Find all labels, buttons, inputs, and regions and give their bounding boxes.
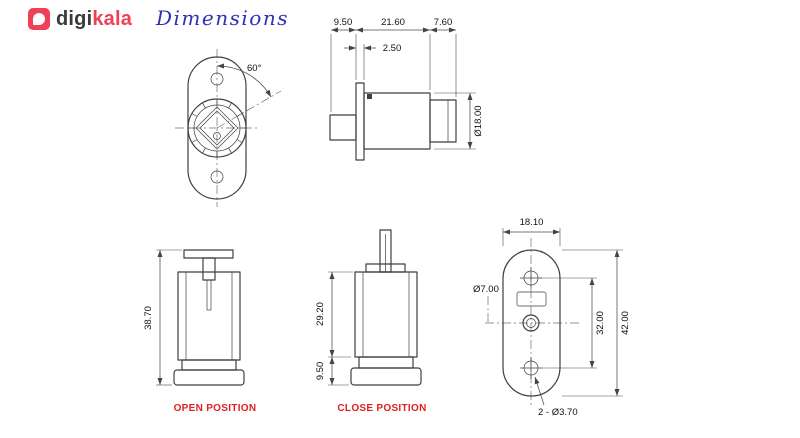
back-dim-width: 18.10 bbox=[520, 217, 544, 228]
back-plate-outline bbox=[502, 249, 561, 397]
side-detent-detail bbox=[367, 94, 372, 99]
digikala-logo: digikala bbox=[28, 8, 132, 30]
back-screw-hole-bottom bbox=[520, 357, 542, 379]
open-dimension: 38.70 bbox=[143, 249, 182, 386]
open-body bbox=[173, 249, 245, 386]
front-bezel-knurling bbox=[188, 99, 246, 157]
side-profile bbox=[329, 82, 457, 161]
back-center-hole bbox=[522, 314, 540, 332]
page-title: Dimensions bbox=[156, 6, 289, 30]
open-position-view: 38.70 bbox=[143, 249, 245, 386]
front-screw-hole-bottom bbox=[210, 170, 224, 184]
side-dim-cam-depth: 9.50 bbox=[334, 17, 353, 28]
side-dim-nose-length: 7.60 bbox=[434, 17, 453, 28]
back-view: Ø7.00 18.10 32.00 42.00 2 - Ø3.70 bbox=[473, 217, 631, 418]
logo-text-digi: digi bbox=[56, 8, 93, 30]
front-view: 60° bbox=[175, 49, 282, 207]
back-dimensions: Ø7.00 18.10 32.00 42.00 2 - Ø3.70 bbox=[473, 217, 631, 418]
back-dim-total-height: 42.00 bbox=[620, 311, 631, 335]
close-body bbox=[350, 229, 422, 386]
open-dim-total-height: 38.70 bbox=[143, 306, 154, 330]
side-dimensions: 9.50 21.60 7.60 2.50 Ø18.00 bbox=[330, 17, 484, 150]
front-angle-dimension: 60° bbox=[216, 63, 272, 98]
digikala-logo-icon bbox=[28, 8, 50, 30]
close-dim-base-height: 9.50 bbox=[315, 362, 326, 381]
back-dim-mount-holes: 2 - Ø3.70 bbox=[538, 407, 578, 418]
side-dim-diameter: Ø18.00 bbox=[473, 105, 484, 136]
front-angle-label: 60° bbox=[247, 63, 262, 74]
back-rect-cutout bbox=[516, 291, 547, 307]
side-dim-flange-thickness: 2.50 bbox=[383, 43, 402, 54]
back-dim-center-hole: Ø7.00 bbox=[473, 284, 499, 295]
logo-text-kala: kala bbox=[92, 8, 133, 30]
close-dim-body-height: 29.20 bbox=[315, 302, 326, 326]
back-centerlines bbox=[485, 238, 580, 408]
close-position-label: CLOSE POSITION bbox=[337, 403, 427, 414]
side-dim-body-length: 21.60 bbox=[381, 17, 405, 28]
digikala-logo-text: digikala bbox=[56, 8, 132, 30]
back-screw-hole-top bbox=[520, 267, 542, 289]
close-position-view: 29.20 9.50 bbox=[315, 229, 422, 386]
back-dim-hole-spacing: 32.00 bbox=[595, 311, 606, 335]
open-position-label: OPEN POSITION bbox=[173, 403, 257, 414]
side-view: 9.50 21.60 7.60 2.50 Ø18.00 bbox=[329, 17, 484, 161]
close-dimensions: 29.20 9.50 bbox=[315, 271, 353, 386]
